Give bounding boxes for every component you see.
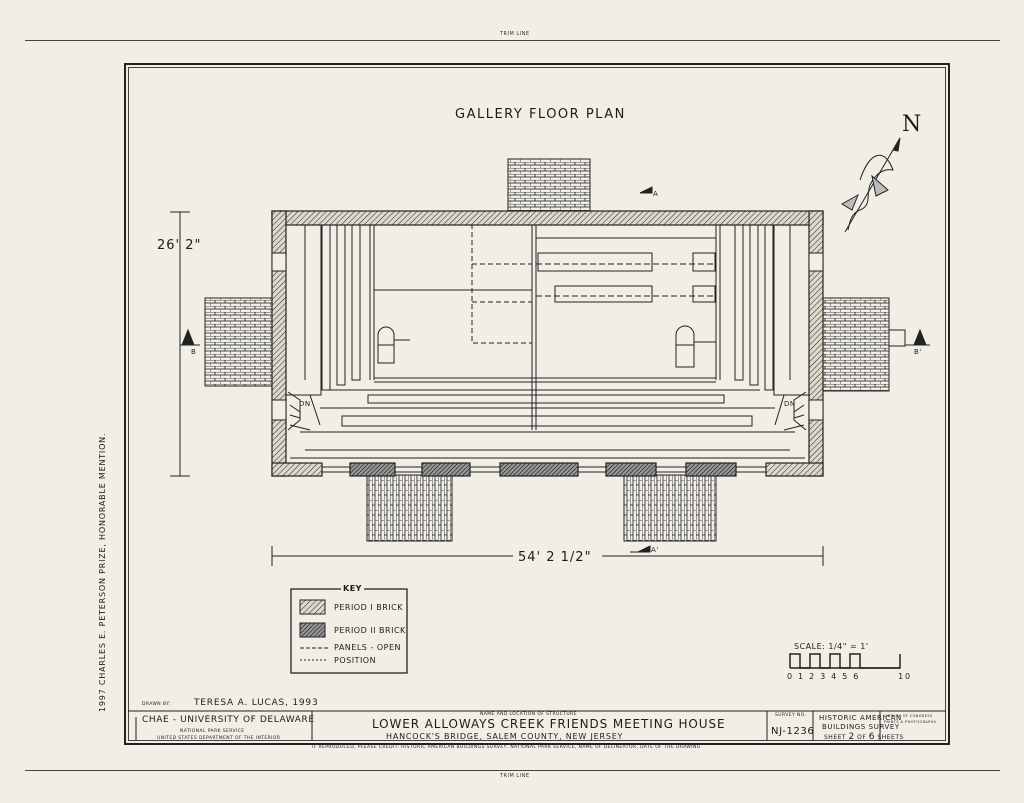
credit-line: IF REPRODUCED, PLEASE CREDIT: HISTORIC A… [312, 745, 701, 750]
brick-buttress-2 [623, 474, 717, 542]
trim-label-top: TRIM LINE [500, 31, 530, 37]
center-partition [374, 224, 716, 430]
drawn-by: TERESA A. LUCAS, 1993 [194, 698, 319, 708]
habs-line-1: HISTORIC AMERICAN [819, 714, 902, 722]
dimension-horizontal: 54' 2 1/2" [518, 550, 592, 565]
stair-label-east: DN [784, 400, 796, 408]
library-caption: LIBRARY OF CONGRESS PRINTS & PHOTOGRAPHS [884, 714, 937, 724]
stair-label-west: DN [299, 400, 311, 408]
exterior-walls [271, 210, 824, 477]
sheet-info: SHEET 2 OF 6 SHEETS [824, 732, 904, 742]
section-label-a-prime: A' [651, 546, 659, 554]
brick-mass-east [821, 297, 890, 392]
trim-line-bottom [25, 770, 1000, 771]
section-marker-b-prime [888, 328, 930, 347]
scale-bar [789, 653, 901, 669]
dimension-line-horizontal [271, 546, 824, 566]
gallery-rails [290, 377, 805, 459]
section-label-a: A [653, 190, 659, 198]
dimension-vertical: 26' 2" [157, 238, 202, 253]
brick-buttress-1 [366, 474, 453, 542]
section-marker-a-prime [630, 545, 651, 553]
drawing-title: GALLERY FLOOR PLAN [455, 107, 626, 122]
sheet-number: 2 [848, 732, 855, 742]
sheet-suffix: SHEETS [877, 734, 904, 741]
structure-name: LOWER ALLOWAYS CREEK FRIENDS MEETING HOU… [372, 717, 726, 731]
sheet-border-inner [128, 67, 946, 741]
sheet-prefix: SHEET [824, 734, 847, 741]
scale-label: SCALE: 1/4" = 1' [794, 642, 869, 651]
key-item-period-2: PERIOD II BRICK [334, 626, 406, 635]
drawn-by-prefix: DRAWN BY: [142, 702, 171, 707]
key-item-position: POSITION [334, 656, 377, 665]
trim-label-bottom: TRIM LINE [500, 773, 530, 779]
title-block-lines [128, 710, 946, 741]
north-label: N [902, 112, 922, 137]
habs-line-2: BUILDINGS SURVEY [822, 723, 900, 731]
chimney-top [507, 158, 591, 213]
gallery-benches-east [715, 224, 810, 396]
stair-west [287, 391, 321, 431]
key-item-panels: PANELS - OPEN [334, 643, 401, 652]
trim-line-top [25, 40, 1000, 41]
dimension-line-vertical [170, 211, 190, 477]
structure-location: HANCOCK'S BRIDGE, SALEM COUNTY, NEW JERS… [386, 732, 624, 741]
north-arrow [841, 137, 901, 233]
key-item-period-1: PERIOD I BRICK [334, 603, 403, 612]
key-title: KEY [341, 584, 364, 593]
stove-east [675, 325, 716, 368]
section-marker-b [180, 328, 200, 346]
structure-caption: NAME AND LOCATION OF STRUCTURE [480, 712, 577, 717]
brick-mass-west [204, 297, 274, 387]
section-label-b-prime: B' [914, 348, 922, 356]
survey-caption: SURVEY NO. [775, 713, 807, 718]
sheet-total: 6 [868, 732, 875, 742]
sheet-border [124, 63, 950, 745]
stove-west [377, 326, 410, 364]
section-marker-a [639, 186, 653, 194]
stair-east [774, 391, 807, 431]
organization: CHAE - UNIVERSITY OF DELAWARE [142, 715, 315, 725]
survey-number: NJ-1236 [771, 726, 815, 737]
sheet-of: OF [857, 734, 867, 741]
section-label-b: B [191, 348, 197, 356]
agency-line-1: NATIONAL PARK SERVICE [180, 729, 245, 734]
scale-numbers: 0 1 2 3 4 5 6 10 [787, 672, 912, 681]
agency-line-2: UNITED STATES DEPARTMENT OF THE INTERIOR [157, 736, 281, 741]
gallery-benches-west [285, 224, 375, 396]
